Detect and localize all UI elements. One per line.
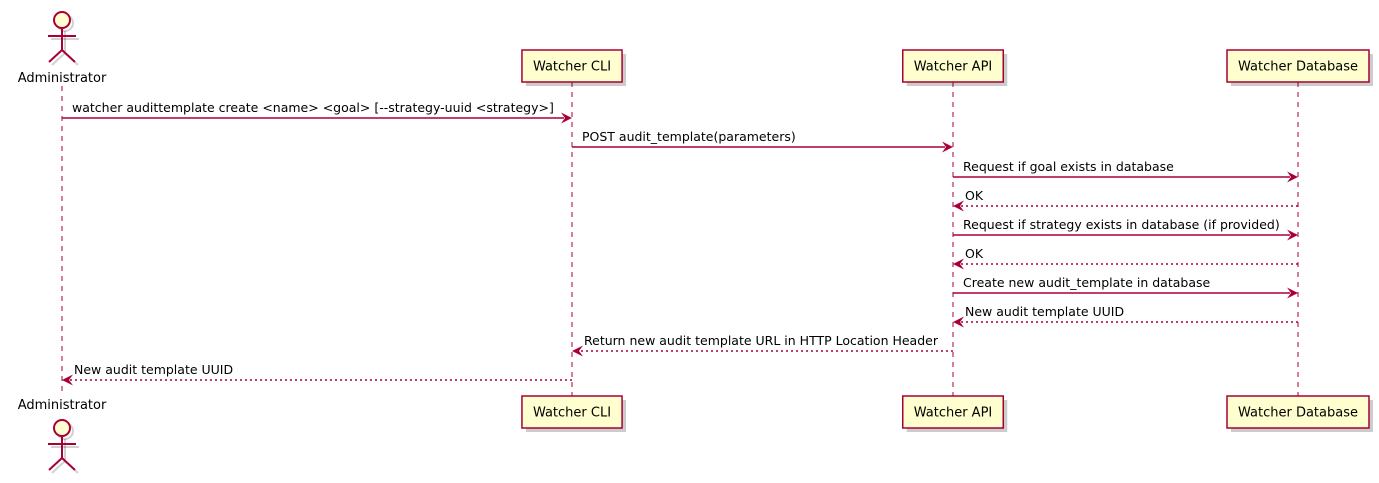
message-4: OK xyxy=(953,188,1298,212)
message-label-7: Create new audit_template in database xyxy=(963,275,1210,290)
lifelines-group xyxy=(61,82,1299,396)
message-label-9: Return new audit template URL in HTTP Lo… xyxy=(584,333,939,348)
message-label-3: Request if goal exists in database xyxy=(963,159,1174,174)
message-label-6: OK xyxy=(965,246,984,261)
message-9: Return new audit template URL in HTTP Lo… xyxy=(572,333,953,357)
message-label-4: OK xyxy=(965,188,984,203)
message-arrowhead-6 xyxy=(953,258,964,270)
messages-group: watcher audittemplate create <name> <goa… xyxy=(62,100,1298,386)
message-label-8: New audit template UUID xyxy=(965,304,1124,319)
message-arrowhead-7 xyxy=(1287,287,1298,299)
participant-label-watcher-cli: Watcher CLI xyxy=(533,406,611,421)
participant-label-watcher-api: Watcher API xyxy=(914,406,993,421)
message-arrowhead-3 xyxy=(1287,171,1298,183)
message-label-10: New audit template UUID xyxy=(74,362,233,377)
message-label-5: Request if strategy exists in database (… xyxy=(963,217,1280,232)
participant-box-watcher-cli-bottom[interactable]: Watcher CLI xyxy=(521,395,627,432)
message-arrowhead-8 xyxy=(953,316,964,328)
message-5: Request if strategy exists in database (… xyxy=(953,217,1298,241)
participant-label-watcher-db: Watcher Database xyxy=(1238,406,1358,421)
message-1: watcher audittemplate create <name> <goa… xyxy=(62,100,572,124)
message-arrowhead-5 xyxy=(1287,229,1298,241)
message-label-2: POST audit_template(parameters) xyxy=(582,129,796,144)
message-2: POST audit_template(parameters) xyxy=(572,129,953,153)
participant-label-administrator: Administrator xyxy=(18,71,107,86)
message-arrowhead-4 xyxy=(953,200,964,212)
message-arrowhead-1 xyxy=(561,112,572,124)
message-arrowhead-10 xyxy=(62,374,73,386)
participant-box-watcher-db-bottom[interactable]: Watcher Database xyxy=(1226,395,1373,432)
participant-label-watcher-cli: Watcher CLI xyxy=(533,60,611,75)
participant-box-watcher-cli-top[interactable]: Watcher CLI xyxy=(521,49,627,86)
actor-administrator-top: Administrator xyxy=(18,11,107,86)
participant-box-watcher-api-bottom[interactable]: Watcher API xyxy=(901,395,1008,432)
message-8: New audit template UUID xyxy=(953,304,1298,328)
message-7: Create new audit_template in database xyxy=(953,275,1298,299)
message-arrowhead-2 xyxy=(942,141,953,153)
participant-box-watcher-api-top[interactable]: Watcher API xyxy=(901,49,1008,86)
actor-administrator-bottom: Administrator xyxy=(18,398,107,474)
message-6: OK xyxy=(953,246,1298,270)
participant-box-watcher-db-top[interactable]: Watcher Database xyxy=(1226,49,1373,86)
participant-label-watcher-db: Watcher Database xyxy=(1238,60,1358,75)
message-label-1: watcher audittemplate create <name> <goa… xyxy=(72,100,554,115)
message-arrowhead-9 xyxy=(572,345,583,357)
message-10: New audit template UUID xyxy=(62,362,572,386)
participant-label-watcher-api: Watcher API xyxy=(914,60,993,75)
message-3: Request if goal exists in database xyxy=(953,159,1298,183)
participant-label-administrator: Administrator xyxy=(18,398,107,413)
